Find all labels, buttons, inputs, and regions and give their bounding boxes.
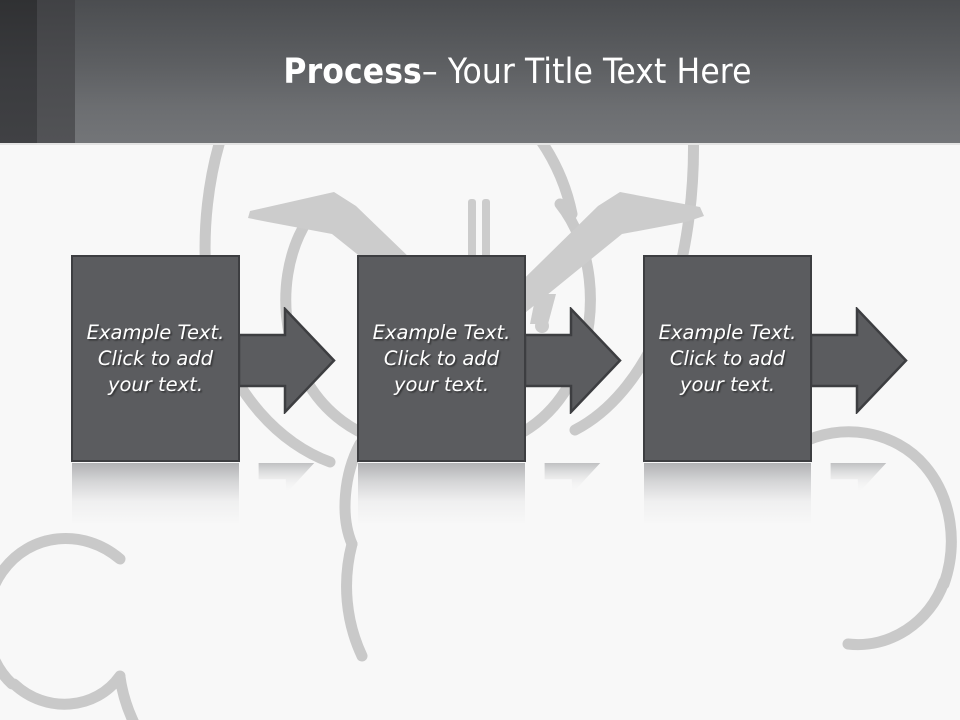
step-2-reflection (358, 463, 525, 525)
step-1-line-3: your text. (107, 372, 204, 396)
header-accent-band-mid (37, 0, 75, 143)
step-3-line-1: Example Text. (658, 320, 797, 344)
step-3-text: Example Text. Click to add your text. (651, 320, 805, 398)
step-2-line-2: Click to add (383, 346, 500, 370)
step-2-line-1: Example Text. (372, 320, 511, 344)
step-1-line-2: Click to add (97, 346, 214, 370)
step-2-arrow-reflection (544, 463, 601, 494)
step-1-arrow-reflection (258, 463, 315, 494)
step-3-reflection (644, 463, 811, 525)
header-accent-band-dark (0, 0, 37, 143)
header-divider (0, 143, 960, 145)
step-3-line-2: Click to add (669, 346, 786, 370)
page-title-bold: Process (283, 51, 422, 92)
page-title-rest: – Your Title Text Here (421, 51, 752, 92)
slide-header: Process – Your Title Text Here (0, 0, 960, 144)
arrow-right-icon (810, 307, 908, 414)
arrow-right-icon (238, 307, 336, 414)
step-3-box[interactable]: Example Text. Click to add your text. (643, 255, 812, 462)
step-1-text: Example Text. Click to add your text. (79, 320, 233, 398)
step-2-text: Example Text. Click to add your text. (365, 320, 519, 398)
step-3-arrow-reflection (830, 463, 887, 494)
step-1-line-1: Example Text. (86, 320, 225, 344)
page-title: Process – Your Title Text Here (75, 0, 960, 143)
step-1-reflection (72, 463, 239, 525)
step-2-line-3: your text. (393, 372, 490, 396)
step-3-line-3: your text. (679, 372, 776, 396)
step-1-box[interactable]: Example Text. Click to add your text. (71, 255, 240, 462)
step-2-box[interactable]: Example Text. Click to add your text. (357, 255, 526, 462)
header-gradient (0, 0, 960, 143)
arrow-right-icon (524, 307, 622, 414)
